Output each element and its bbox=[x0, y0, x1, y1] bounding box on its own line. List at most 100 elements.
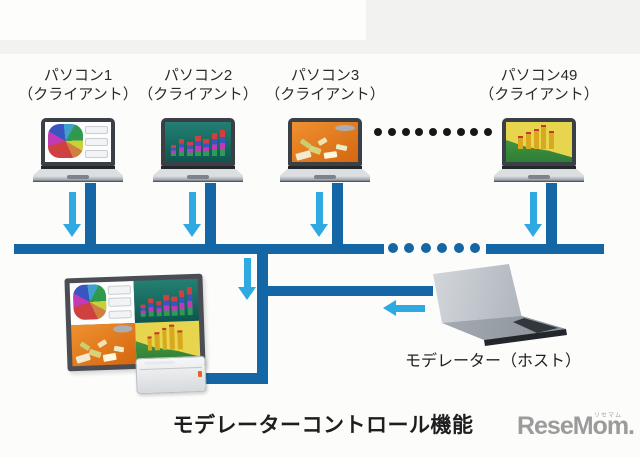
chart-bar bbox=[541, 125, 547, 150]
client-49-laptop bbox=[494, 118, 584, 184]
client-2-line1: パソコン2 bbox=[163, 67, 233, 84]
chart-bar bbox=[171, 296, 178, 316]
arrow-shaft bbox=[529, 192, 537, 224]
network-bus-left bbox=[14, 244, 384, 254]
chart-bar bbox=[186, 286, 194, 315]
dot bbox=[453, 243, 464, 253]
down-arrow-icon bbox=[524, 192, 542, 237]
trackpad bbox=[314, 175, 336, 179]
moderator-link-line bbox=[268, 286, 433, 296]
chart-bar bbox=[154, 332, 160, 351]
arrow-head bbox=[238, 287, 256, 300]
chart-bar bbox=[219, 129, 226, 157]
dot bbox=[401, 128, 410, 136]
top-band-highlight bbox=[0, 0, 366, 40]
dot bbox=[374, 128, 382, 136]
arrow-head bbox=[63, 224, 81, 237]
laptop-base bbox=[494, 169, 584, 182]
chart-bar bbox=[549, 130, 555, 150]
chart-bar bbox=[161, 328, 168, 350]
arrow-shaft bbox=[188, 192, 196, 224]
arrow-head bbox=[524, 224, 542, 237]
chart-bar bbox=[147, 336, 153, 351]
bus-continuation-dots bbox=[388, 243, 480, 253]
3d-chart-screen bbox=[506, 122, 572, 162]
laptop-base bbox=[280, 169, 370, 182]
client-2-laptop bbox=[153, 118, 243, 184]
laptop-hinge bbox=[288, 166, 362, 169]
chart-bar bbox=[170, 144, 177, 157]
display-drop-line bbox=[257, 250, 268, 384]
down-arrow-icon bbox=[63, 192, 81, 237]
continuation-dots bbox=[374, 128, 492, 136]
moderator-laptop bbox=[425, 258, 570, 346]
chart-bar bbox=[155, 301, 162, 317]
arrow-head bbox=[383, 300, 396, 316]
client-3-line2: （クライアント） bbox=[265, 86, 385, 103]
laptop-lid bbox=[502, 118, 576, 166]
3d-bars bbox=[147, 324, 183, 351]
client-49-line1: パソコン49 bbox=[500, 67, 578, 84]
photo-fragment bbox=[323, 150, 338, 159]
dot bbox=[388, 243, 398, 253]
client-3-laptop bbox=[280, 118, 370, 184]
doc-line bbox=[108, 309, 133, 320]
arrow-shaft bbox=[396, 304, 425, 312]
client49-link-line bbox=[546, 183, 557, 244]
arrow-shaft bbox=[68, 192, 76, 224]
dot bbox=[420, 243, 431, 253]
chart-bar bbox=[179, 290, 186, 316]
client-49-line2: （クライアント） bbox=[479, 86, 599, 103]
photo-fragment bbox=[299, 138, 311, 149]
laptop-hinge bbox=[41, 166, 115, 169]
diagram-caption: モデレーターコントロール機能 bbox=[172, 414, 474, 437]
left-arrow-icon bbox=[383, 300, 425, 316]
document-lines bbox=[108, 285, 133, 320]
logo-text: ReseMom. bbox=[516, 412, 635, 440]
chart-bar bbox=[533, 128, 539, 150]
chart-bar bbox=[195, 136, 201, 157]
client2-link-line bbox=[205, 183, 216, 244]
client-3-name: パソコン3（クライアント） bbox=[265, 66, 385, 104]
chart-bar bbox=[203, 138, 209, 157]
dot bbox=[429, 128, 437, 136]
down-arrow-icon bbox=[183, 192, 201, 237]
moderator-label: モデレーター（ホスト） bbox=[404, 353, 581, 370]
client-1-line1: パソコン1 bbox=[43, 67, 113, 84]
trackpad bbox=[67, 175, 89, 179]
photo-screen bbox=[292, 122, 358, 162]
dot bbox=[404, 243, 415, 253]
projector-box bbox=[135, 355, 207, 395]
chart-bar bbox=[169, 324, 176, 350]
doc-line bbox=[108, 285, 132, 295]
photo-fragment bbox=[295, 149, 312, 161]
pie-chart-graphic bbox=[48, 124, 83, 158]
laptop-base bbox=[33, 169, 123, 182]
chart-bar bbox=[140, 304, 146, 317]
dot bbox=[437, 243, 448, 253]
display-quadrants bbox=[69, 278, 201, 367]
client1-link-line bbox=[85, 183, 96, 244]
client-1-line2: （クライアント） bbox=[18, 86, 138, 103]
dot bbox=[442, 128, 451, 136]
photo-fragment bbox=[102, 353, 117, 362]
client-49-name: パソコン49 （クライアント） bbox=[479, 66, 599, 104]
blimp-graphic bbox=[112, 325, 133, 333]
projector-seam bbox=[139, 366, 202, 371]
doc-line bbox=[84, 137, 109, 147]
pie-chart-graphic bbox=[72, 284, 108, 321]
chart-bar bbox=[179, 139, 185, 157]
photo-fragment bbox=[317, 137, 329, 146]
quadrant-pie-chart bbox=[69, 281, 135, 325]
laptop-lid-back bbox=[433, 264, 522, 323]
projector-indicator bbox=[197, 370, 203, 378]
photo-fragment bbox=[113, 345, 125, 353]
projector-link-line bbox=[200, 373, 268, 384]
down-arrow-icon bbox=[310, 192, 328, 237]
dot bbox=[456, 128, 465, 136]
chart-bar bbox=[163, 294, 170, 316]
client-1-name: パソコン1 （クライアント） bbox=[18, 66, 138, 104]
dot bbox=[484, 128, 492, 136]
bar-chart-screen bbox=[165, 122, 231, 162]
chart-bar bbox=[187, 142, 193, 157]
